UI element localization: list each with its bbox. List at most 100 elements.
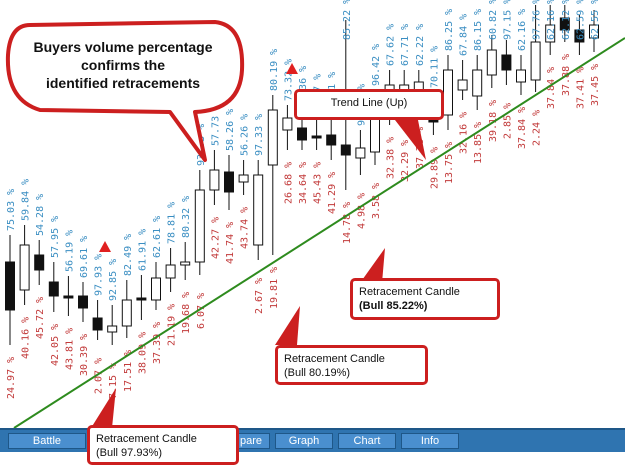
bear-volume-label: 19.68 % [181, 292, 192, 334]
bear-volume-label: 45.72 % [35, 297, 46, 339]
bull-volume-label: 75.03 % [6, 189, 17, 231]
tab-chart-label: Chart [353, 435, 381, 447]
candle: 73.32 %26.68 % [282, 59, 294, 204]
bear-volume-label: 2.07 % [94, 358, 105, 394]
candle: 62.59 %37.41 % [574, 0, 586, 109]
candle: 97.76 % 2.24 % [530, 0, 543, 146]
candle: 57.73 %42.27 % [209, 104, 221, 259]
bull-volume-label: 56.26 % [240, 114, 251, 156]
bull-volume-label: 70.11 % [429, 46, 440, 88]
candle-body-up [355, 147, 366, 159]
candle: 62.12 %37.88 % [559, 0, 572, 96]
tab-info[interactable]: Info [401, 433, 459, 449]
candle-body-down [559, 17, 570, 31]
candle: 62.61 %37.39 % [151, 216, 163, 364]
speech-bubble [5, 20, 245, 162]
callout-pointer [395, 120, 426, 160]
bear-volume-label: 41.74 % [225, 222, 236, 264]
bull-volume-label: 67.62 % [386, 24, 397, 66]
candle-body-down [297, 127, 307, 141]
trend-line-callout: Trend Line (Up) [294, 89, 444, 120]
candle-body-up [180, 261, 191, 266]
bear-volume-label: 43.74 % [240, 207, 251, 249]
bear-volume-label: 7.15 % [108, 363, 119, 399]
bear-volume-label: 42.05 % [50, 324, 61, 366]
bear-volume-label: 29.89 % [429, 147, 440, 189]
bear-volume-label: 38.09 % [137, 332, 148, 374]
speech-line-2: confirms the [80, 57, 165, 73]
candle: 54.28 %45.72 % [34, 194, 46, 339]
candle-body-down [326, 134, 337, 146]
bull-volume-label: 97.76 % [532, 0, 543, 40]
bull-volume-label: 92.85 % [108, 259, 119, 301]
bear-volume-label: 40.16 % [21, 317, 32, 359]
bear-volume-label: 41.29 % [327, 172, 338, 214]
tab-graph-label: Graph [288, 435, 320, 447]
bull-volume-label: 80.32 % [181, 196, 192, 238]
retracement-b-value: (Bull 80.19%) [284, 367, 351, 379]
bull-volume-label: 57.95 % [50, 216, 61, 258]
retracement-callout-b: Retracement Candle (Bull 80.19%) [275, 345, 428, 385]
bull-volume-label: 67.84 % [459, 14, 470, 56]
candle-body-down [501, 54, 512, 71]
candle: 57.95 % 42.05 % [48, 216, 61, 366]
tab-graph[interactable]: Graph [275, 433, 333, 449]
candle: 78.81 %21.19 % [165, 202, 178, 346]
candle: 97.15 %2.85 % [501, 0, 513, 139]
candle: 56.19 %43.81 % [63, 230, 75, 370]
tab-info-label: Info [420, 435, 440, 447]
candle-body-down [48, 281, 59, 297]
signal-arrow-up-icon [99, 241, 111, 252]
bear-volume-label: 2.24 % [532, 110, 543, 146]
bull-volume-label: 62.16 % [546, 0, 557, 40]
bull-volume-label: 85.22 % [342, 0, 353, 40]
bull-volume-label: 86.25 % [444, 9, 455, 51]
bear-volume-label: 26.68 % [283, 162, 294, 204]
candle-body-down [224, 171, 234, 193]
candle-body-up [121, 299, 132, 327]
candle: 67.84 %32.16 % [457, 14, 470, 154]
bull-volume-label: 62.22 % [415, 24, 426, 66]
candle: 69.61 %30.39 % [78, 236, 90, 376]
bull-volume-label: 62.12 % [561, 0, 572, 40]
candle-body-up [589, 24, 599, 39]
bull-volume-label: 62.55 % [590, 0, 601, 40]
candle: 58.26 %41.74 % [224, 109, 236, 264]
bear-volume-label: 4.98 % [356, 193, 367, 229]
bull-volume-label: 62.16 % [517, 9, 528, 51]
bull-volume-label: 57.73 % [210, 104, 221, 146]
candle: 59.84 %40.16 % [19, 179, 32, 359]
bull-volume-label: 62.61 % [152, 216, 163, 258]
candle-body-up [238, 174, 249, 183]
bull-volume-label: 67.71 % [400, 24, 411, 66]
candle-body-down [574, 29, 585, 43]
candle-body-up [545, 24, 556, 43]
tab-chart[interactable]: Chart [338, 433, 396, 449]
callout-pointer [360, 248, 385, 283]
candle-body-down [78, 295, 88, 309]
bull-volume-label: 80.19 % [269, 49, 280, 91]
bear-volume-label: 32.29 % [400, 140, 411, 182]
tab-battle[interactable]: Battle [8, 433, 86, 449]
candle-body-down [5, 261, 15, 311]
candle-body-up [267, 109, 278, 166]
bull-volume-label: 86.15 % [473, 9, 484, 51]
candle-body-up [19, 244, 30, 291]
bear-volume-label: 13.85 % [473, 122, 484, 164]
bull-volume-label: 56.19 % [64, 230, 75, 272]
candle-body-down [340, 144, 351, 156]
candle: 62.16 %37.84 % [516, 9, 528, 149]
bull-volume-label: 62.59 % [575, 0, 586, 40]
trend-line [13, 37, 625, 428]
candle: 82.49 %17.51 % [121, 234, 134, 392]
bear-volume-label: 37.45 % [590, 64, 601, 106]
candle: 85.22 %14.78 % [340, 0, 353, 244]
bear-volume-label: 19.81 % [269, 267, 280, 309]
bull-volume-label: 97.33 % [254, 114, 265, 156]
speech-line-3: identified retracements [45, 75, 201, 91]
speech-line-1: Buyers volume percentage [33, 39, 213, 55]
candle: 65.36 %34.64 % [297, 66, 309, 204]
candle-body-up [282, 117, 293, 131]
bull-volume-label: 69.61 % [79, 236, 90, 278]
bear-volume-label: 3.58 % [371, 183, 382, 219]
